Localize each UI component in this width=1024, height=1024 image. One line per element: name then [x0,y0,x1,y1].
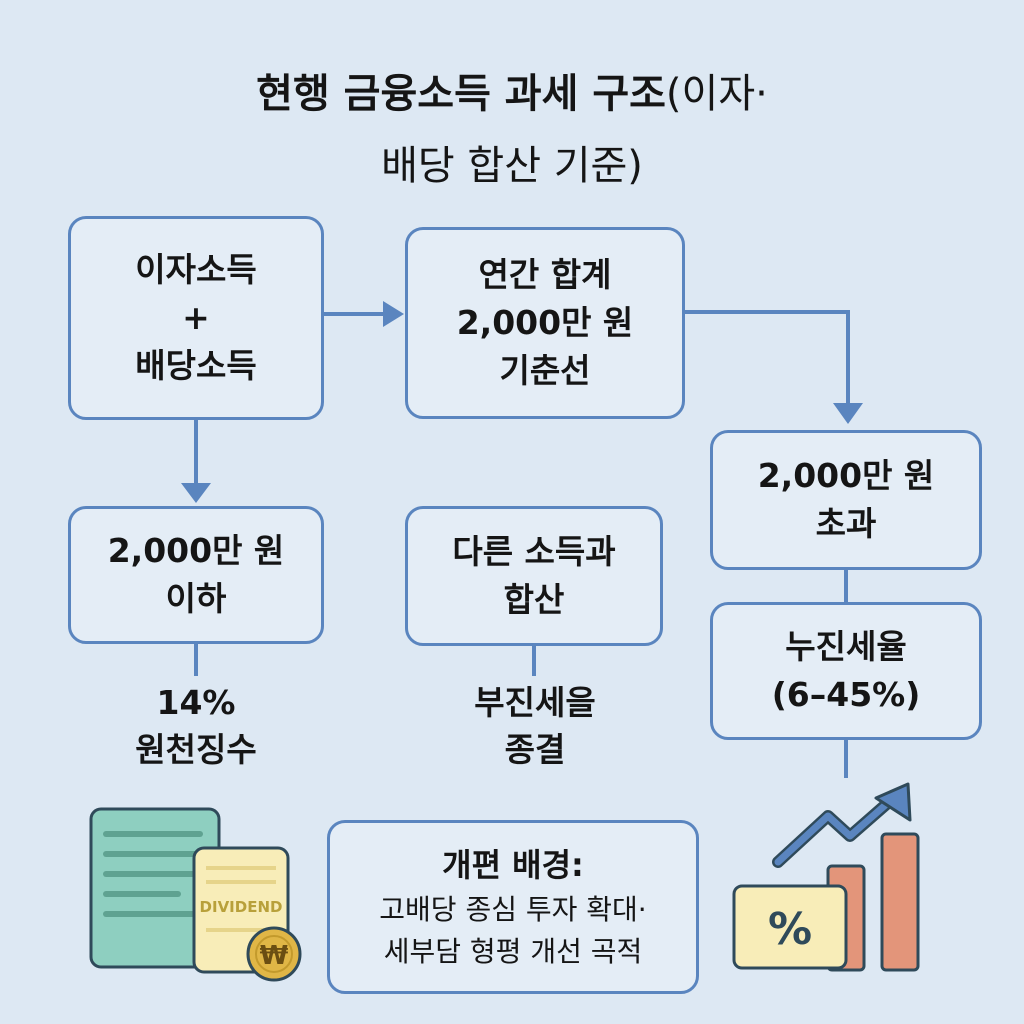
box-below: 2,000만 원 이하 [68,506,324,644]
box-income-plus: + [182,298,210,338]
page-title: 현행 금융소득 과세 구조(이자· 배당 합산 기준) [0,58,1024,202]
arrow-line-threshold-above [684,310,850,404]
box-reform-background: 개편 배경: 고배당 종심 투자 확대· 세부담 형평 개선 곡적 [327,820,699,994]
box-above-line2: 초과 [815,504,877,543]
svg-text:DIVIDEND: DIVIDEND [200,898,283,916]
box-below-line1: 2,000만 원 [107,531,285,571]
label-progressive-end: 부진세을 종결 [410,680,660,774]
arrowhead-down-right [833,403,863,424]
box-threshold-line3: 기춘선 [499,350,591,390]
box-below-line2: 이하 [165,579,227,618]
label-withholding-text: 원천징수 [135,729,257,769]
svg-text:₩: ₩ [260,941,289,971]
growth-chart-icon: % [732,782,920,972]
box-threshold-line2: 2,000만 원 [456,303,634,343]
box-merge-line1: 다른 소득과 [452,532,616,572]
background-line2: 세부담 형평 개선 곡적 [383,935,643,968]
title-sub2: 배당 합산 기준) [381,143,643,189]
arrowhead-down-left [181,483,211,503]
box-progressive-line1: 누진세율 [785,627,907,667]
label-withholding: 14% 원천징수 [80,680,312,774]
box-income: 이자소득 + 배당소득 [68,216,324,420]
box-progressive: 누진세율 (6–45%) [710,602,982,740]
label-progressive-end-line1: 부진세을 [474,683,596,722]
arrowhead-right [383,301,404,327]
box-above: 2,000만 원 초과 [710,430,982,570]
box-threshold: 연간 합계 2,000만 원 기춘선 [405,227,685,419]
box-above-line1: 2,000만 원 [757,456,935,496]
box-income-line1: 이자소득 [135,250,257,290]
box-threshold-line1: 연간 합계 [478,255,612,295]
title-sub1: (이자· [665,71,768,117]
box-merge: 다른 소득과 합산 [405,506,663,646]
box-progressive-line2: (6–45%) [771,675,921,714]
label-progressive-end-line2: 종결 [504,729,566,769]
svg-text:%: % [768,904,812,955]
box-merge-line2: 합산 [503,580,565,619]
label-withholding-rate: 14% [156,683,236,722]
background-title: 개편 배경: [442,846,584,884]
box-income-line3: 배당소득 [135,345,257,385]
background-line1: 고배당 종심 투자 확대· [379,893,647,926]
dividend-document-icon: DIVIDEND ₩ [89,807,302,982]
title-main: 현행 금융소득 과세 구조 [256,71,666,117]
